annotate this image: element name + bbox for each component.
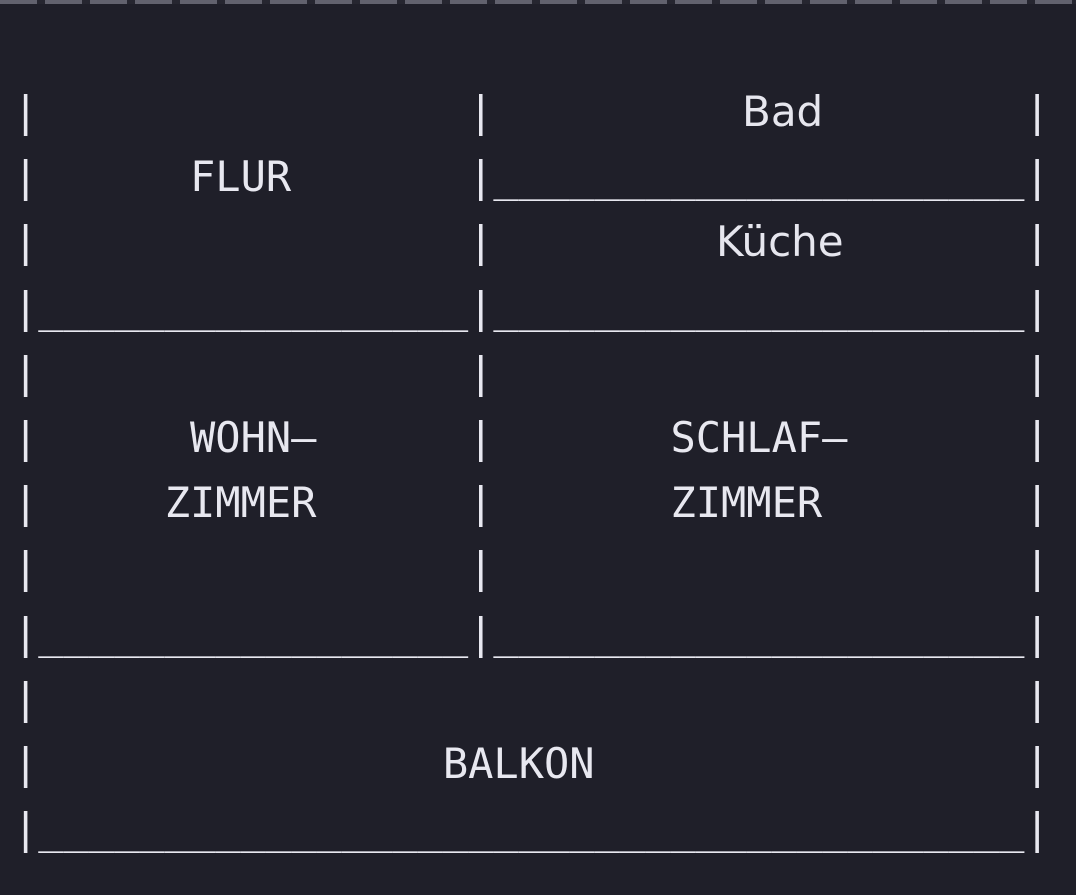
room-label-bad: Bad — [742, 87, 824, 136]
top-edge-cutoff-line — [0, 0, 1076, 4]
room-label-kueche: Küche — [716, 217, 844, 266]
floorplan-ascii: | | | | FLUR |_____________________| | |… — [13, 87, 1050, 854]
